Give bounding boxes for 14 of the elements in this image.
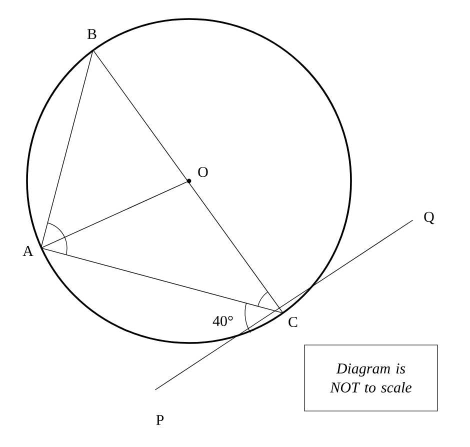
point-label: A (22, 246, 34, 256)
line-segment (40, 248, 284, 314)
point-label: P (156, 415, 164, 425)
point-label: B (87, 29, 96, 39)
line-segment (40, 182, 188, 248)
angle-label: 40° (212, 316, 233, 326)
line-segment (40, 50, 94, 248)
point-label: C (288, 316, 298, 328)
line-segment (154, 220, 414, 390)
centre-point: O (186, 166, 208, 184)
note-box: Diagram is NOT to scale (304, 344, 438, 412)
line-segment (92, 50, 284, 314)
node-label: O (198, 166, 208, 178)
point-label: Q (424, 212, 434, 224)
